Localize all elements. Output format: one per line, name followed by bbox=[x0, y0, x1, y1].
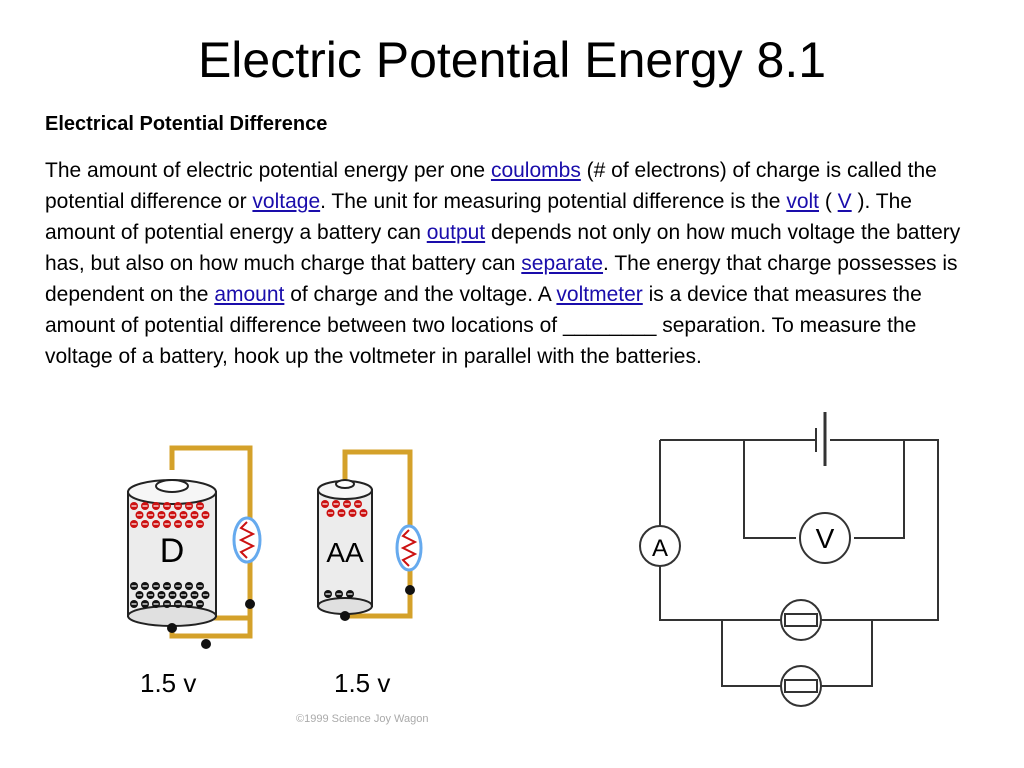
d-voltage-label: 1.5 v bbox=[140, 668, 196, 698]
d-negative-charges bbox=[130, 582, 210, 608]
aa-negative-charges bbox=[324, 590, 354, 598]
paragraph-text: The amount of electric potential energy … bbox=[45, 159, 491, 182]
aa-voltage-label: 1.5 v bbox=[334, 668, 390, 698]
link-voltmeter[interactable]: voltmeter bbox=[556, 283, 643, 306]
aa-bulb bbox=[395, 524, 423, 572]
link-v[interactable]: V bbox=[837, 190, 852, 213]
paragraph-text: ). The amount of potential energy a batt… bbox=[45, 190, 912, 244]
paragraph-text: depends not only on how much voltage the… bbox=[45, 221, 961, 275]
aa-positive-charges bbox=[321, 500, 368, 517]
voltmeter-symbol: V bbox=[799, 512, 851, 564]
link-output[interactable]: output bbox=[426, 221, 486, 244]
link-separate[interactable]: separate bbox=[521, 252, 604, 275]
circuit-wires bbox=[659, 439, 939, 687]
paragraph-text: of charge and the voltage. A bbox=[284, 283, 557, 306]
slide-title: Electric Potential Energy 8.1 bbox=[197, 32, 827, 88]
paragraph-text: (# of electrons) of charge is called the… bbox=[45, 159, 937, 213]
lamp-symbol-upper bbox=[780, 599, 822, 641]
paragraph-text: is a device that measures the amount of … bbox=[45, 283, 922, 368]
circuit-diagram: A V bbox=[639, 412, 939, 707]
link-amount[interactable]: amount bbox=[214, 283, 285, 306]
svg-text:A: A bbox=[652, 535, 668, 562]
credit-text: ©1999 Science Joy Wagon bbox=[296, 713, 428, 725]
battery-symbol bbox=[815, 412, 827, 466]
link-coulombs[interactable]: coulombs bbox=[490, 159, 581, 182]
section-heading: Electrical Potential Difference bbox=[45, 113, 328, 135]
svg-text:V: V bbox=[816, 523, 835, 554]
d-bulb bbox=[232, 516, 262, 564]
link-voltage[interactable]: voltage bbox=[252, 190, 321, 213]
aa-battery: AA 1.5 v bbox=[317, 449, 423, 698]
battery-illustration: D 1.5 v AA 1.5 v ©1999 Science Joy Wagon bbox=[127, 445, 428, 725]
link-volt[interactable]: volt bbox=[786, 190, 819, 213]
d-positive-charges bbox=[130, 502, 210, 528]
d-battery: D 1.5 v bbox=[127, 445, 262, 698]
paragraph-text: ( bbox=[819, 190, 838, 213]
d-battery-label: D bbox=[160, 532, 185, 570]
ammeter-symbol: A bbox=[639, 525, 681, 567]
body-paragraph: The amount of electric potential energy … bbox=[45, 155, 965, 372]
lamp-symbol-lower bbox=[780, 665, 822, 707]
paragraph-text: . The unit for measuring potential diffe… bbox=[320, 190, 787, 213]
aa-battery-label: AA bbox=[326, 537, 364, 568]
d-wire bbox=[169, 445, 253, 621]
paragraph-text: . The energy that charge possesses is de… bbox=[45, 252, 958, 306]
